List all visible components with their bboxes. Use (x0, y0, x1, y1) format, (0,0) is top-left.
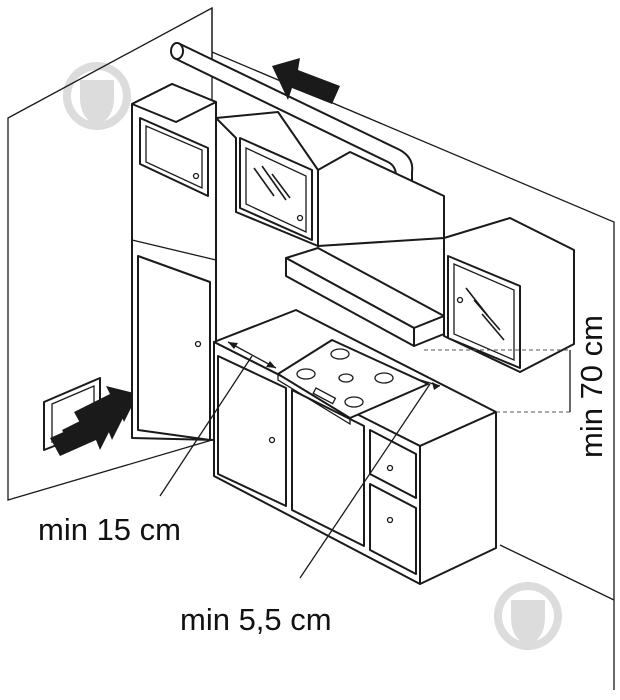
burner-4 (296, 368, 316, 380)
burner-2 (374, 372, 394, 384)
burner-3 (338, 373, 354, 383)
flow-arrow-icon (50, 386, 138, 456)
label-min-hood-height: min 70 cm (574, 315, 609, 458)
burner-5 (344, 396, 364, 408)
watermark-bottom-icon (493, 582, 562, 650)
back-wall-edge (211, 51, 615, 690)
tall-cabinet-door (137, 255, 211, 441)
floor-edge (499, 544, 615, 601)
upper-cabinet-mid (317, 151, 445, 247)
dimension-back-gap (299, 379, 441, 579)
microwave-door (139, 117, 209, 197)
flow-arrow-icon (272, 58, 340, 104)
upper-cabinet-right (443, 217, 575, 373)
range-hood (285, 247, 445, 347)
watermark-top-icon (62, 62, 131, 130)
drawer-bottom (369, 483, 417, 575)
upper-cabinet-left (215, 111, 319, 247)
label-min-back-gap: min 5,5 cm (180, 602, 332, 637)
cooktop (277, 339, 429, 426)
dimension-side-gap (159, 341, 277, 497)
dimension-hood-height (424, 349, 571, 413)
lower-door-oven (291, 389, 365, 547)
tall-cabinet (131, 83, 217, 441)
drawer-top (369, 429, 417, 499)
label-min-side-gap: min 15 cm (38, 512, 181, 547)
lower-door-left (217, 355, 287, 507)
burner-1 (330, 348, 350, 360)
